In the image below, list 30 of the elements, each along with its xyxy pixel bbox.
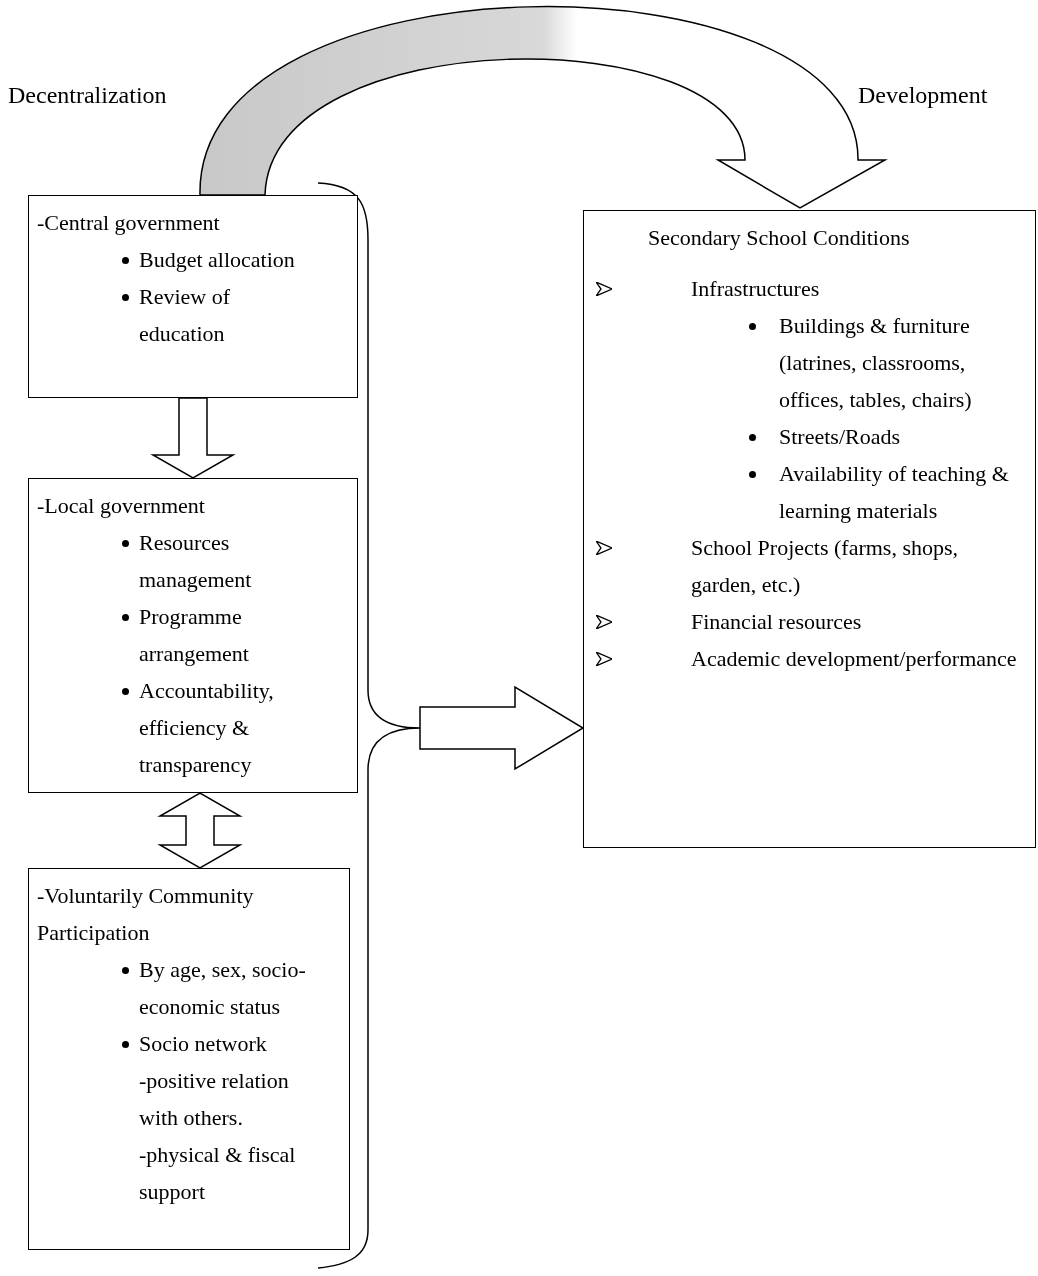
list-item: Socio network <box>139 1031 267 1056</box>
list-item: By age, sex, socio-economic status <box>139 957 306 1019</box>
list-item: School Projects (farms, shops, garden, etc.) <box>691 535 959 597</box>
text-box <box>28 478 358 793</box>
list-item: Programme arrangement <box>139 604 249 666</box>
block-arrow <box>157 792 243 869</box>
list-item: Financial resources <box>691 609 862 634</box>
block-arrow <box>150 397 236 479</box>
curved-block-arrow <box>199 6 886 209</box>
list-item: Review of education <box>139 284 231 346</box>
text-box <box>28 868 350 1250</box>
text-box <box>583 210 1036 848</box>
list-item: Streets/Roads <box>779 424 900 449</box>
text-box <box>28 195 358 398</box>
list-item: -physical & fiscal support <box>139 1142 296 1204</box>
side-label: Development <box>858 81 988 110</box>
list-item: Availability of teaching & learning materials <box>779 461 1009 523</box>
box-heading: -Local government <box>36 492 206 520</box>
list-item: Infrastructures <box>691 276 820 301</box>
list-item: Academic development/performance <box>691 646 1017 671</box>
list-item: Buildings & furniture (latrines, classrooms, offices, tables, chairs) <box>779 313 972 412</box>
box-heading: Secondary School Conditions <box>647 224 911 252</box>
list-item: Budget allocation <box>139 247 295 272</box>
block-arrow <box>419 685 585 771</box>
box-heading: -Voluntarily Community Participation <box>36 882 255 947</box>
list-item: -positive relation with others. <box>139 1068 289 1130</box>
box-heading: -Central government <box>36 209 221 237</box>
list-item: Resources management <box>139 530 252 592</box>
side-label: Decentralization <box>8 81 167 110</box>
list-item: Accountability, efficiency & transparency <box>139 678 274 777</box>
